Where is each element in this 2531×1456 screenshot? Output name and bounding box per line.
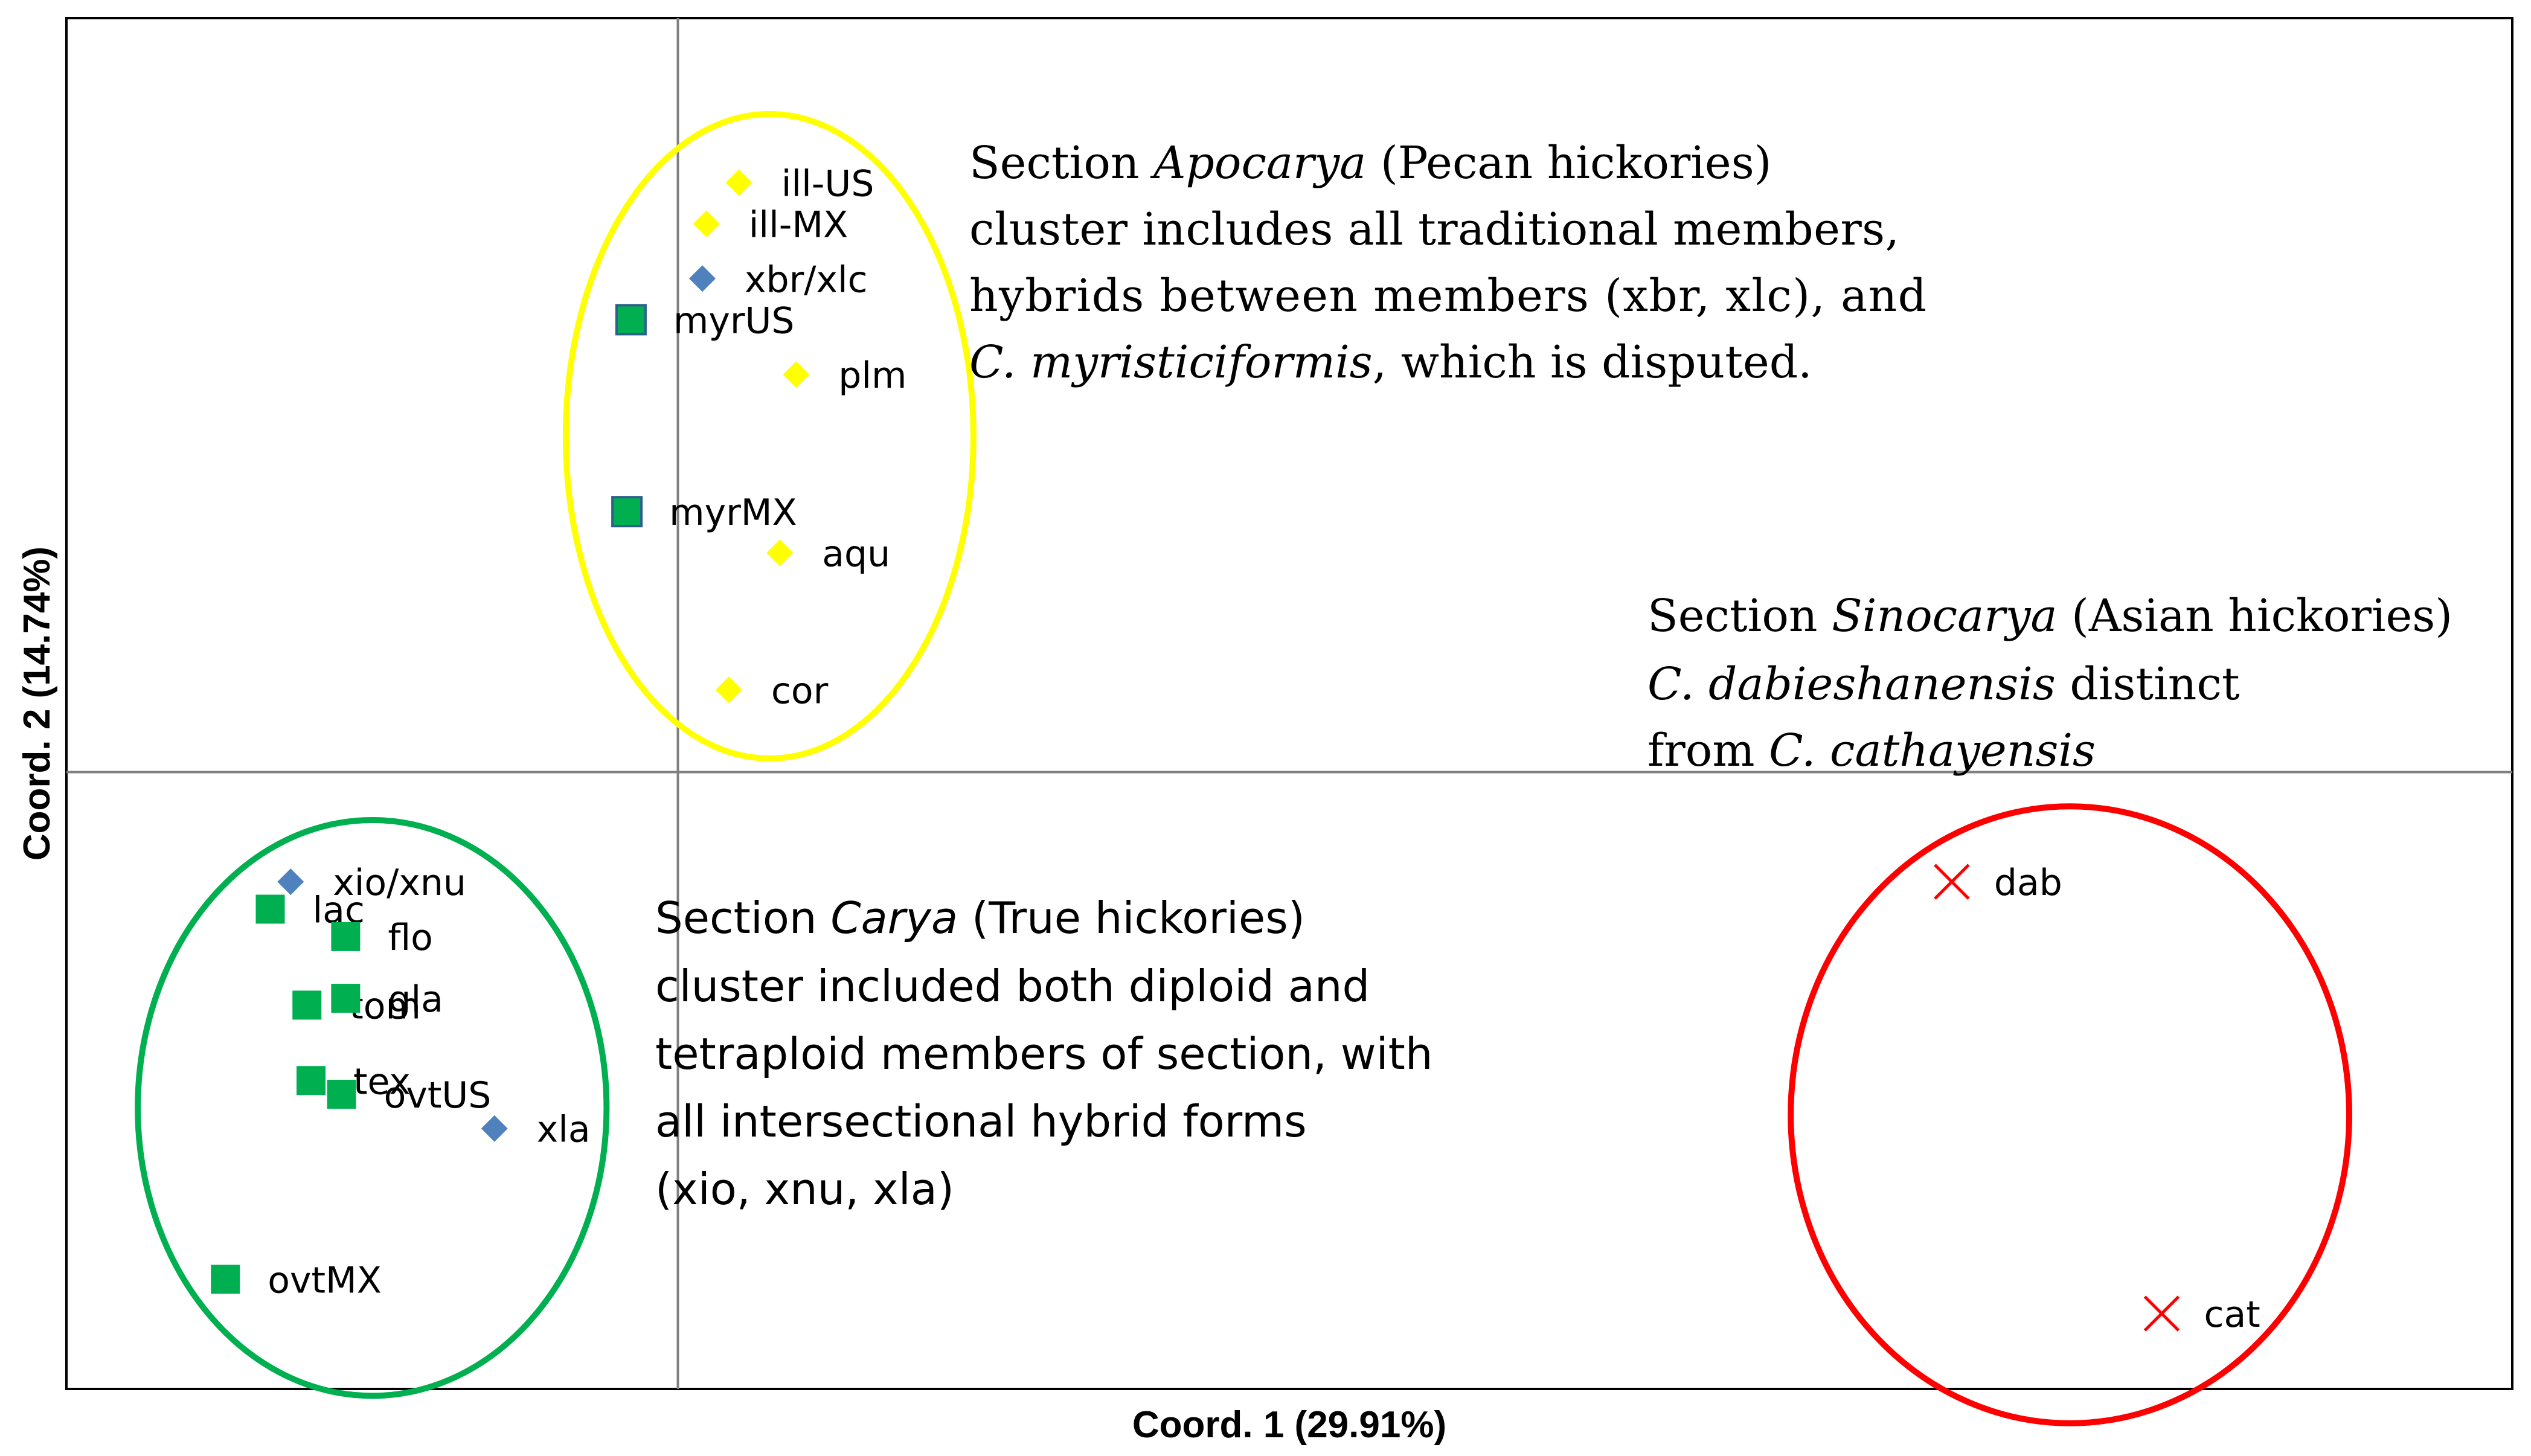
- point-label-myrmx: myrMX: [669, 492, 797, 534]
- point-label-xio-xnu: xio/xnu: [333, 862, 466, 904]
- point-label-cat: cat: [2204, 1294, 2260, 1336]
- point-label-ovtus: ovtUS: [384, 1074, 492, 1117]
- point-marker-ovtus: [327, 1079, 356, 1109]
- point-marker-dab: [1934, 864, 1970, 900]
- point-marker-flo: [331, 922, 361, 951]
- point-marker-tom: [292, 990, 322, 1020]
- point-marker-ill-us: [725, 169, 752, 196]
- point-label-ill-mx: ill-MX: [749, 204, 848, 246]
- point-label-tom: tom: [349, 985, 421, 1027]
- point-label-flo: flo: [388, 917, 433, 959]
- point-marker-cor: [715, 676, 742, 704]
- point-marker-myrmx: [611, 496, 643, 528]
- point-marker-xio-xnu: [277, 868, 304, 896]
- y-axis-title: Coord. 2 (14.74%): [16, 547, 58, 861]
- annotation-sinocarya: Section Sinocarya (Asian hickories) C. d…: [1647, 590, 2452, 777]
- annotation-sinocarya-line1: Section Sinocarya (Asian hickories): [1647, 590, 2452, 642]
- point-label-xla: xla: [537, 1109, 591, 1151]
- point-label-plm: plm: [838, 354, 906, 397]
- point-marker-plm: [783, 361, 810, 388]
- point-label-myrus: myrUS: [673, 300, 795, 342]
- point-marker-lac: [255, 894, 285, 924]
- point-marker-ovtmx: [211, 1265, 240, 1294]
- point-marker-ill-mx: [693, 210, 720, 237]
- annotation-carya-line2: cluster included both diploid and: [655, 961, 1370, 1012]
- point-marker-aqu: [766, 539, 794, 566]
- point-marker-cat: [2143, 1295, 2180, 1332]
- annotation-apocarya-line3: hybrids between members (xbr, xlc), and: [969, 270, 1926, 322]
- cluster-ellipses: [135, 111, 2352, 1426]
- point-label-xbr-xlc: xbr/xlc: [745, 258, 868, 301]
- annotation-carya-line3: tetraploid members of section, with: [655, 1028, 1433, 1079]
- annotation-carya-line4: all intersectional hybrid forms: [655, 1096, 1307, 1147]
- annotation-carya-line1: Section Carya (True hickories): [655, 893, 1305, 943]
- annotation-sinocarya-line3: from C. cathayensis: [1647, 725, 2096, 777]
- point-label-gla: gla: [388, 978, 443, 1021]
- point-marker-xbr-xlc: [689, 265, 716, 292]
- annotation-apocarya-line2: cluster includes all traditional members…: [969, 204, 1899, 255]
- point-label-ovtmx: ovtMX: [268, 1259, 382, 1301]
- annotation-carya: Section Carya (True hickories) cluster i…: [655, 893, 1433, 1214]
- point-label-aqu: aqu: [822, 533, 890, 575]
- plot-area-border: [65, 17, 2513, 1390]
- annotation-sinocarya-line2: C. dabieshanensis distinct: [1647, 658, 2240, 710]
- x-axis-title: Coord. 1 (29.91%): [1132, 1404, 1446, 1446]
- point-marker-tex: [297, 1066, 326, 1095]
- cluster-ellipse-apocarya: [562, 111, 977, 762]
- cluster-ellipse-carya: [135, 816, 610, 1399]
- point-label-cor: cor: [771, 670, 829, 712]
- point-label-tex: tex: [353, 1060, 411, 1103]
- point-marker-myrus: [615, 304, 647, 336]
- point-label-ill-us: ill-US: [781, 162, 874, 205]
- point-marker-xla: [481, 1115, 508, 1142]
- annotation-apocarya-line4: C. myristiciformis, which is disputed.: [969, 336, 1812, 388]
- annotation-apocarya-line1: Section Apocarya (Pecan hickories): [969, 137, 1772, 189]
- annotation-apocarya: Section Apocarya (Pecan hickories) clust…: [969, 137, 1926, 388]
- point-label-dab: dab: [1994, 862, 2062, 904]
- annotation-carya-line5: (xio, xnu, xla): [655, 1164, 954, 1214]
- point-marker-gla: [331, 984, 361, 1013]
- cluster-ellipse-sinocarya: [1788, 803, 2352, 1426]
